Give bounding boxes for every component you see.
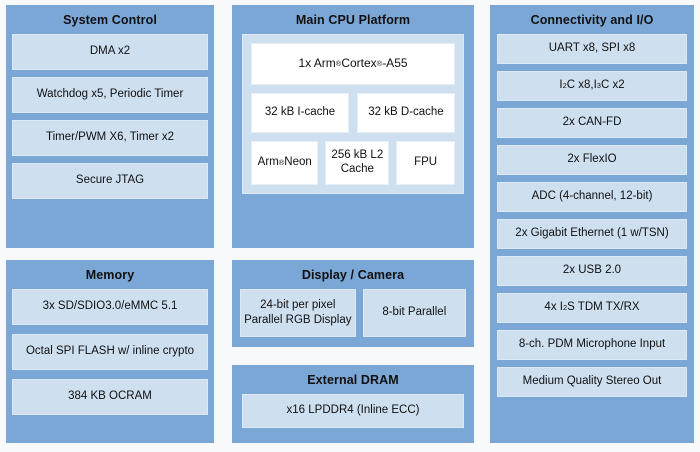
block-label: ADC (4-channel, 12-bit) (531, 190, 653, 203)
block-arm-neon[interactable]: Arm® Neon (251, 140, 319, 185)
block-watchdog-periodic-timer[interactable]: Watchdog x5, Periodic Timer (12, 76, 208, 113)
panel-main-cpu-platform: Main CPU Platform 1x Arm® Cortex®-A55 32… (232, 5, 474, 248)
block-usb[interactable]: 2x USB 2.0 (497, 255, 687, 286)
block-label: S TDM TX/RX (567, 301, 640, 314)
panel-title-external-dram: External DRAM (307, 373, 399, 387)
panel-system-control: System Control DMA x2 Watchdog x5, Perio… (6, 5, 214, 248)
block-label: 2x USB 2.0 (562, 264, 622, 277)
block-label: Medium Quality Stereo Out (522, 375, 662, 388)
block-i-cache[interactable]: 32 kB I-cache (251, 92, 349, 133)
block-secure-jtag[interactable]: Secure JTAG (12, 162, 208, 199)
block-ocram[interactable]: 384 KB OCRAM (12, 378, 208, 415)
block-8bit-parallel[interactable]: 8-bit Parallel (362, 288, 466, 337)
cpu-core-suffix: -A55 (382, 56, 408, 71)
block-label: UART x8, SPI x8 (548, 42, 636, 55)
block-lpddr4[interactable]: x16 LPDDR4 (Inline ECC) (242, 393, 464, 428)
block-label: 2x FlexIO (567, 153, 617, 166)
block-parallel-rgb-display[interactable]: 24-bit per pixel Parallel RGB Display (240, 288, 356, 337)
block-flexio[interactable]: 2x FlexIO (497, 144, 687, 175)
display-camera-item-list: 24-bit per pixel Parallel RGB Display 8-… (232, 288, 474, 346)
block-dma[interactable]: DMA x2 (12, 33, 208, 70)
neon-prefix: Arm (257, 155, 279, 168)
block-fpu[interactable]: FPU (396, 140, 456, 185)
system-control-item-list: DMA x2 Watchdog x5, Periodic Timer Timer… (6, 33, 214, 208)
block-adc[interactable]: ADC (4-channel, 12-bit) (497, 181, 687, 212)
block-label: I (559, 79, 563, 92)
cpu-unit-row: Arm® Neon 256 kB L2 Cache FPU (251, 140, 456, 185)
block-timer-pwm[interactable]: Timer/PWM X6, Timer x2 (12, 119, 208, 156)
block-arm-cortex-a55[interactable]: 1x Arm® Cortex®-A55 (251, 42, 455, 85)
cpu-core-prefix: 1x Arm (298, 56, 336, 71)
block-uart-spi[interactable]: UART x8, SPI x8 (497, 33, 687, 64)
cpu-inner-container: 1x Arm® Cortex®-A55 32 kB I-cache 32 kB … (242, 33, 464, 194)
block-stereo-out[interactable]: Medium Quality Stereo Out (497, 366, 687, 397)
neon-suffix: Neon (284, 155, 312, 168)
block-gigabit-ethernet[interactable]: 2x Gigabit Ethernet (1 w/TSN) (497, 218, 687, 249)
cpu-core-mid: Cortex (341, 56, 377, 71)
block-label: 8-ch. PDM Microphone Input (518, 338, 666, 351)
block-octal-spi-flash[interactable]: Octal SPI FLASH w/ inline crypto (12, 333, 208, 370)
panel-external-dram: External DRAM x16 LPDDR4 (Inline ECC) (232, 365, 474, 443)
panel-title-main-cpu-platform: Main CPU Platform (295, 13, 411, 27)
memory-item-list: 3x SD/SDIO3.0/eMMC 5.1 Octal SPI FLASH w… (6, 288, 214, 426)
panel-title-memory: Memory (85, 268, 135, 282)
block-label: C x8, (566, 79, 594, 92)
block-label: 2x Gigabit Ethernet (1 w/TSN) (515, 227, 669, 240)
panel-display-camera: Display / Camera 24-bit per pixel Parall… (232, 260, 474, 347)
block-label: 4x I (544, 301, 563, 314)
block-sd-sdio-emmc[interactable]: 3x SD/SDIO3.0/eMMC 5.1 (12, 288, 208, 325)
block-can-fd[interactable]: 2x CAN-FD (497, 107, 687, 138)
block-pdm-microphone[interactable]: 8-ch. PDM Microphone Input (497, 329, 687, 360)
block-l2-cache[interactable]: 256 kB L2 Cache (325, 140, 390, 185)
panel-title-connectivity-io: Connectivity and I/O (530, 13, 654, 27)
block-label: I (593, 79, 597, 92)
panel-title-display-camera: Display / Camera (301, 268, 405, 282)
panel-memory: Memory 3x SD/SDIO3.0/eMMC 5.1 Octal SPI … (6, 260, 214, 443)
panel-title-system-control: System Control (63, 13, 157, 27)
block-label: C x2 (600, 79, 625, 92)
cpu-cache-row: 32 kB I-cache 32 kB D-cache (251, 92, 455, 133)
block-label: 2x CAN-FD (562, 116, 622, 129)
block-d-cache[interactable]: 32 kB D-cache (357, 92, 455, 133)
